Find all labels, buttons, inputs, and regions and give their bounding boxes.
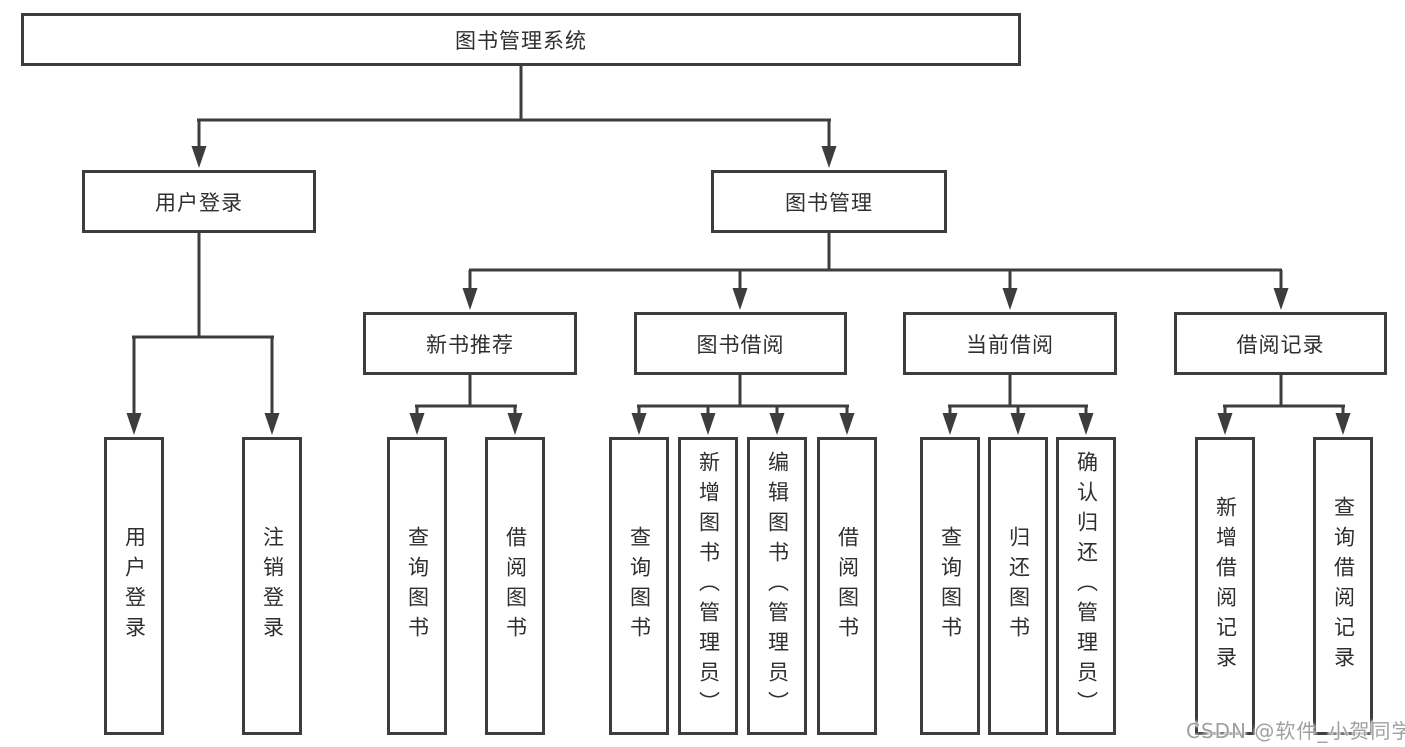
node-borrowing-records: 借阅记录 xyxy=(1174,312,1387,375)
node-library-system: 图书管理系统 xyxy=(21,13,1021,66)
node-query-books-current: 查询图书 xyxy=(920,437,980,735)
node-user-login-leaf-label: 用户登录 xyxy=(122,526,147,646)
node-query-borrow-record-label: 查询借阅记录 xyxy=(1331,496,1356,676)
node-user-login: 用户登录 xyxy=(82,170,316,233)
node-add-book-admin-label: 新增图书（管理员） xyxy=(696,451,721,721)
node-borrow-books-borrowing-label: 借阅图书 xyxy=(835,526,860,646)
node-logout-label: 注销登录 xyxy=(260,526,285,646)
node-book-borrowing: 图书借阅 xyxy=(634,312,847,375)
node-borrow-books-recommend: 借阅图书 xyxy=(485,437,545,735)
node-query-books-borrowing-label: 查询图书 xyxy=(627,526,652,646)
node-edit-book-admin: 编辑图书（管理员） xyxy=(747,437,807,735)
node-return-book-label: 归还图书 xyxy=(1006,526,1031,646)
node-book-management: 图书管理 xyxy=(711,170,947,233)
node-current-borrowing: 当前借阅 xyxy=(903,312,1117,375)
node-add-borrow-record: 新增借阅记录 xyxy=(1195,437,1255,735)
node-edit-book-admin-label: 编辑图书（管理员） xyxy=(765,451,790,721)
node-add-borrow-record-label: 新增借阅记录 xyxy=(1213,496,1238,676)
node-borrow-books-recommend-label: 借阅图书 xyxy=(503,526,528,646)
node-confirm-return-admin-label: 确认归还（管理员） xyxy=(1074,451,1099,721)
node-query-books-recommend-label: 查询图书 xyxy=(405,526,430,646)
node-logout: 注销登录 xyxy=(242,437,302,735)
node-confirm-return-admin: 确认归还（管理员） xyxy=(1056,437,1116,735)
watermark: CSDN @软件_小贺同学 xyxy=(1186,719,1405,743)
node-add-book-admin: 新增图书（管理员） xyxy=(678,437,738,735)
node-query-books-borrowing: 查询图书 xyxy=(609,437,669,735)
node-query-borrow-record: 查询借阅记录 xyxy=(1313,437,1373,735)
node-query-books-current-label: 查询图书 xyxy=(938,526,963,646)
node-borrow-books-borrowing: 借阅图书 xyxy=(817,437,877,735)
node-new-book-recommend: 新书推荐 xyxy=(363,312,577,375)
node-user-login-leaf: 用户登录 xyxy=(104,437,164,735)
node-query-books-recommend: 查询图书 xyxy=(387,437,447,735)
node-return-book: 归还图书 xyxy=(988,437,1048,735)
